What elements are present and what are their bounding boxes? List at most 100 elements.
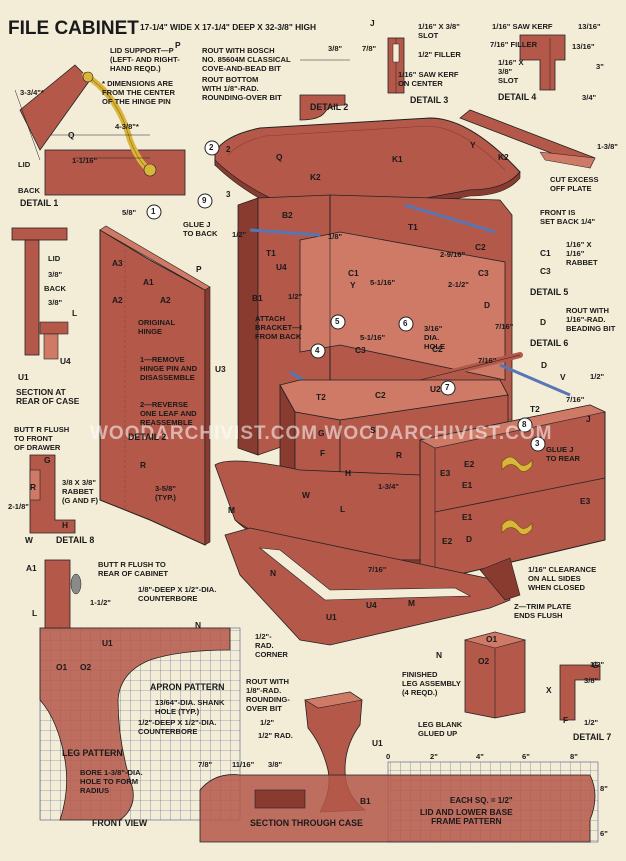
- detail-6-label: DETAIL 6: [530, 338, 569, 348]
- lid-pattern-label: LID AND LOWER BASE FRAME PATTERN: [420, 807, 513, 826]
- note-each-square: EACH SQ. = 1/2": [450, 796, 513, 805]
- part-u4-c: U4: [366, 600, 377, 610]
- part-u1-b: U1: [326, 612, 337, 622]
- dim-m21: 7/16": [478, 356, 497, 365]
- part-b1-b: B1: [360, 796, 371, 806]
- part-d-b: D: [540, 317, 547, 327]
- dim-m11: 5/8": [122, 208, 137, 217]
- part-k2-b: K2: [498, 152, 509, 162]
- part-u3: U3: [215, 364, 226, 374]
- leg-pattern-label: LEG PATTERN: [62, 748, 123, 758]
- part-c2-c: C2: [375, 390, 386, 400]
- part-c2-b: C2: [432, 344, 443, 354]
- dim-m16: 5-1/16": [370, 278, 396, 287]
- section-rear-drawing: [11, 227, 69, 360]
- dim-m12: 3/8": [48, 270, 63, 279]
- part-f: F: [320, 448, 326, 458]
- note-attach-bracket: ATTACH BRACKET—I FROM BACK: [255, 314, 302, 341]
- scale-0: 0: [386, 752, 391, 761]
- circle-4: 4: [315, 346, 320, 355]
- scale-4: 4": [476, 752, 484, 761]
- dim-m5: 7/8": [362, 44, 377, 53]
- dim-m37: 1/2": [260, 718, 275, 727]
- part-n: N: [270, 568, 277, 578]
- note-dimensions: * DIMENSIONS ARE FROM THE CENTER OF THE …: [102, 79, 175, 106]
- part-e1: E1: [462, 480, 473, 490]
- note-finished-leg: FINISHED LEG ASSEMBLY (4 REQD.): [402, 670, 461, 697]
- part-w-b: W: [302, 490, 310, 500]
- part-t2: T2: [316, 392, 326, 402]
- overall-dimensions: 17-1/4" WIDE X 17-1/4" DEEP X 32-3/8" HI…: [140, 22, 317, 32]
- dim-m35: 6": [600, 829, 608, 838]
- part-e3-b: E3: [580, 496, 591, 506]
- base-frame-drawing: [224, 527, 521, 646]
- part-l: L: [72, 308, 78, 318]
- part-t1: T1: [266, 248, 276, 258]
- scale-6: 6": [522, 752, 530, 761]
- note-step-1: 1—REMOVE HINGE PIN AND DISASSEMBLE: [140, 355, 198, 382]
- part-h-b: H: [345, 468, 352, 478]
- part-d: D: [484, 300, 491, 310]
- part-u1: U1: [18, 372, 29, 382]
- part-e1-b: E1: [462, 512, 473, 522]
- scale-2: 2": [430, 752, 438, 761]
- circle-1: 1: [151, 207, 156, 216]
- note-step-2: 2—REVERSE ONE LEAF AND REASSEMBLE: [140, 400, 197, 427]
- lid-pattern-grid: [199, 761, 599, 843]
- callout-circles: [146, 140, 546, 452]
- dim-m31: 7/8": [198, 760, 213, 769]
- dim-m4: 3/8": [328, 44, 343, 53]
- dim-m17: 1/2": [288, 292, 303, 301]
- part-a3: A3: [112, 258, 123, 268]
- dim-m33: 3/8": [268, 760, 283, 769]
- part-r-b: R: [140, 460, 147, 470]
- note-saw-kerf-center: 1/16" SAW KERF ON CENTER: [398, 70, 459, 88]
- part-x: X: [546, 685, 552, 695]
- note-slot-2: 1/16" X 3/8" SLOT: [498, 58, 524, 85]
- part-c3-b: C3: [355, 345, 366, 355]
- note-rad-corner: 1/2"- RAD. CORNER: [255, 632, 288, 659]
- detail-7-drawing: [559, 664, 601, 721]
- part-c1-b: C1: [540, 248, 551, 258]
- detail-7-label: DETAIL 7: [573, 732, 612, 742]
- watermark: WOODARCHIVIST.COM WOODARCHIVIST.COM: [90, 423, 553, 444]
- circle-7: 7: [445, 383, 450, 392]
- part-m: M: [408, 598, 415, 608]
- circle-3: 3: [535, 439, 540, 448]
- part-n-b: N: [195, 620, 202, 630]
- dim-m6: 13/16": [578, 22, 601, 31]
- detail-8-label: DETAIL 8: [56, 535, 95, 545]
- dim-m2: 4-3/8"*: [115, 122, 139, 131]
- part-a1-b: A1: [26, 563, 37, 573]
- dim-m15: 2-9/16": [440, 250, 466, 259]
- note-rabbet-gh: 3/8 X 3/8" RABBET (G AND F): [62, 478, 98, 505]
- part-u1-d: U1: [372, 738, 383, 748]
- dim-m7: 13/16": [572, 42, 595, 51]
- dim-m23: 7/16": [566, 395, 585, 404]
- circle-3-b: 3: [226, 190, 231, 199]
- note-counterbore-2: 1/2"-DEEP X 1/2"-DIA. COUNTERBORE: [138, 718, 217, 736]
- note-filler: 1/2" FILLER: [418, 50, 461, 59]
- detail-8-drawing: [29, 454, 76, 534]
- note-beading: ROUT WITH 1/16"-RAD. BEADING BIT: [566, 306, 616, 333]
- part-e3: E3: [440, 468, 451, 478]
- scale-8: 8": [570, 752, 578, 761]
- leg-blank-drawing: [463, 631, 527, 719]
- part-t1-b: T1: [408, 222, 418, 232]
- part-c3-c: C3: [540, 266, 551, 276]
- part-v: V: [560, 372, 566, 382]
- part-w: W: [25, 535, 33, 545]
- detail-3-drawing: [387, 37, 405, 94]
- note-half-rad: 1/2" RAD.: [258, 731, 293, 740]
- part-h: H: [62, 520, 69, 530]
- note-bore: BORE 1-3/8"-DIA. HOLE TO FORM RADIUS: [80, 768, 143, 795]
- part-o2: O2: [80, 662, 92, 672]
- part-l-c: L: [340, 504, 346, 514]
- dim-m30: 1/2": [584, 718, 599, 727]
- part-b2: B2: [282, 210, 293, 220]
- detail-2-drawing: [299, 59, 350, 121]
- part-y-b: Y: [470, 140, 476, 150]
- part-m-b: M: [228, 505, 235, 515]
- note-back-2: BACK: [44, 284, 66, 293]
